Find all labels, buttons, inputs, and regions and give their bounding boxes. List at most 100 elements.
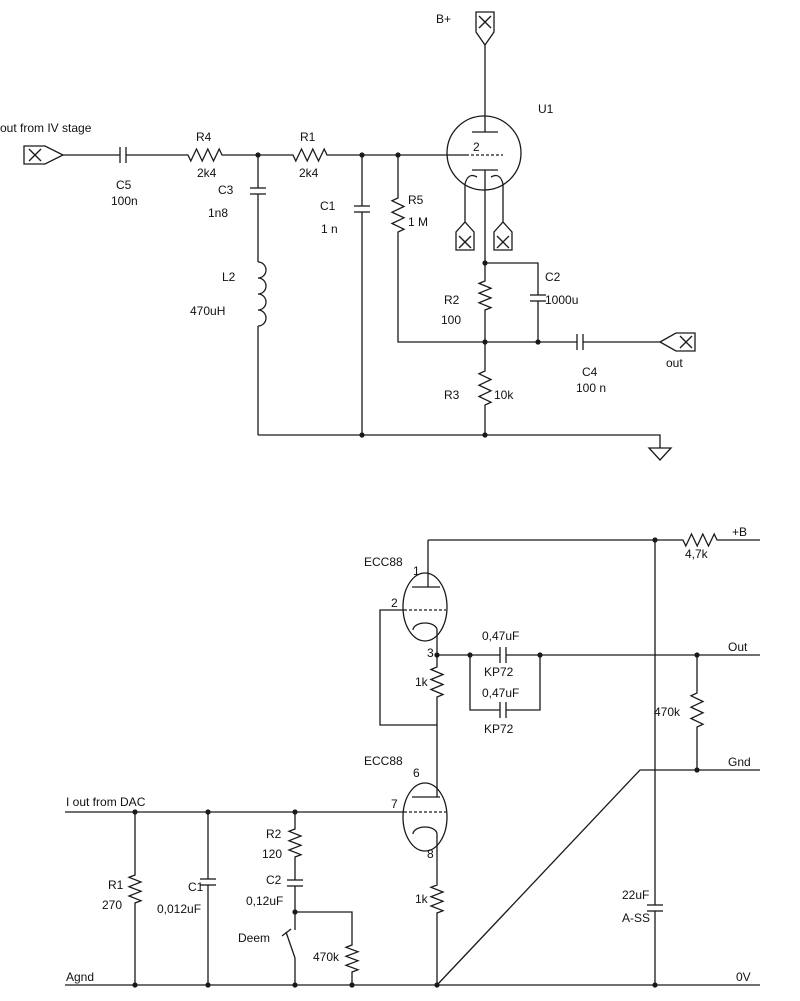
tube-cathode <box>412 826 438 835</box>
upper-tube-type: ECC88 <box>364 555 403 569</box>
bottom-circuit: +B 4,7k ECC88 1 2 3 0,47uF KP72 Out <box>65 525 760 988</box>
capacitor-out-1 <box>499 647 507 663</box>
connector-body <box>23 145 65 165</box>
wire <box>295 911 353 942</box>
c5-value: 100n <box>111 194 138 208</box>
ground-label: Gnd <box>728 755 751 769</box>
resistor-r2 <box>477 278 493 313</box>
connector-x-mark <box>28 148 42 162</box>
c2-ref: C2 <box>266 873 282 887</box>
c4-ref: C4 <box>582 365 598 379</box>
zero-volt-label: 0V <box>736 970 751 984</box>
tube-envelope <box>402 782 448 852</box>
junction-dot <box>132 982 138 988</box>
capacitor-out-2 <box>499 702 507 718</box>
capacitor-c2 <box>530 294 546 302</box>
input-label: out from IV stage <box>0 121 92 135</box>
output-label: out <box>666 356 683 370</box>
c-out-2-value: 0,47uF <box>482 686 519 700</box>
deem-switch <box>281 912 296 985</box>
supply-label: B+ <box>436 12 451 26</box>
r5-value: 1 M <box>408 215 428 229</box>
resistor-r3 <box>477 368 493 408</box>
capacitor-c4 <box>576 334 584 350</box>
resistor-r1 <box>127 872 143 906</box>
wire <box>506 655 541 711</box>
r1-ref: R1 <box>108 878 124 892</box>
r5-ref: R5 <box>408 193 424 207</box>
tube-grid-pin: 2 <box>473 140 480 154</box>
r1-value: 270 <box>102 898 122 912</box>
r2-ref: R2 <box>444 293 460 307</box>
junction-dot <box>205 982 211 988</box>
input-label: I out from DAC <box>66 795 146 809</box>
ground-wire <box>258 434 661 448</box>
top-circuit: out from IV stage C5 100n R4 2k4 R1 2k4 … <box>0 11 696 461</box>
resistor-supply <box>680 532 720 548</box>
r3-ref: R3 <box>444 388 460 402</box>
wire <box>485 262 539 295</box>
tube-ref: U1 <box>538 102 554 116</box>
tube-envelope <box>446 115 522 191</box>
c4-value: 100 n <box>576 381 606 395</box>
junction-dot <box>434 982 440 988</box>
supply-connector <box>475 11 495 47</box>
connector-body <box>455 221 475 251</box>
r-out-value: 470k <box>654 705 681 719</box>
c2-ref: C2 <box>545 270 561 284</box>
connector-x-mark <box>458 235 472 249</box>
tube-cathode <box>412 622 438 631</box>
connector-x-mark <box>679 335 693 349</box>
tube-heater <box>464 174 478 222</box>
r3-value: 10k <box>494 388 514 402</box>
upper-tube-pin-1: 1 <box>413 564 420 578</box>
tube-envelope <box>402 572 448 642</box>
heater-connector-left <box>455 221 475 251</box>
c3-ref: C3 <box>218 183 234 197</box>
r4-ref: R4 <box>196 130 212 144</box>
ground-symbol <box>647 447 673 461</box>
upper-tube-pin-3: 3 <box>427 646 434 660</box>
connector-body <box>493 221 513 251</box>
c-out-2-type: KP72 <box>484 722 514 736</box>
ground-link <box>436 769 760 986</box>
wire <box>469 655 500 711</box>
junction-dot <box>652 982 658 988</box>
c1-value: 0,012uF <box>157 902 201 916</box>
output-label: Out <box>728 640 748 654</box>
resistor-r2 <box>287 826 303 860</box>
tube-u1 <box>446 115 522 222</box>
tube-upper <box>402 572 448 642</box>
analog-ground-label: Agnd <box>66 970 94 984</box>
heater-connector-right <box>493 221 513 251</box>
c5-ref: C5 <box>116 178 132 192</box>
r2-ref: R2 <box>266 827 282 841</box>
tube-heater <box>490 174 504 222</box>
resistor-upper-cathode <box>429 664 445 700</box>
c-supply-type: A-SS <box>622 911 650 925</box>
c-supply-value: 22uF <box>622 888 649 902</box>
c1-ref: C1 <box>188 880 204 894</box>
junction-dot <box>482 432 488 438</box>
junction-dot <box>349 982 355 988</box>
r4-value: 2k4 <box>197 166 217 180</box>
lower-tube-pin-6: 6 <box>413 766 420 780</box>
wire <box>379 609 437 726</box>
lower-tube-pin-7: 7 <box>391 797 398 811</box>
c-out-1-value: 0,47uF <box>482 629 519 643</box>
l2-ref: L2 <box>222 270 236 284</box>
l2-value: 470uH <box>190 304 225 318</box>
r-lower-cathode-value: 1k <box>415 892 429 906</box>
c3-value: 1n8 <box>208 206 228 220</box>
lower-tube-pin-8: 8 <box>427 847 434 861</box>
connector-x-mark <box>478 15 492 29</box>
r-upper-cathode-value: 1k <box>415 675 429 689</box>
upper-tube-pin-2: 2 <box>391 596 398 610</box>
c2-value: 0,12uF <box>246 894 283 908</box>
capacitor-c2 <box>287 879 303 887</box>
r2-value: 100 <box>441 313 461 327</box>
resistor-r5 <box>390 195 406 235</box>
deem-label: Deem <box>238 931 270 945</box>
lower-tube-type: ECC88 <box>364 754 403 768</box>
